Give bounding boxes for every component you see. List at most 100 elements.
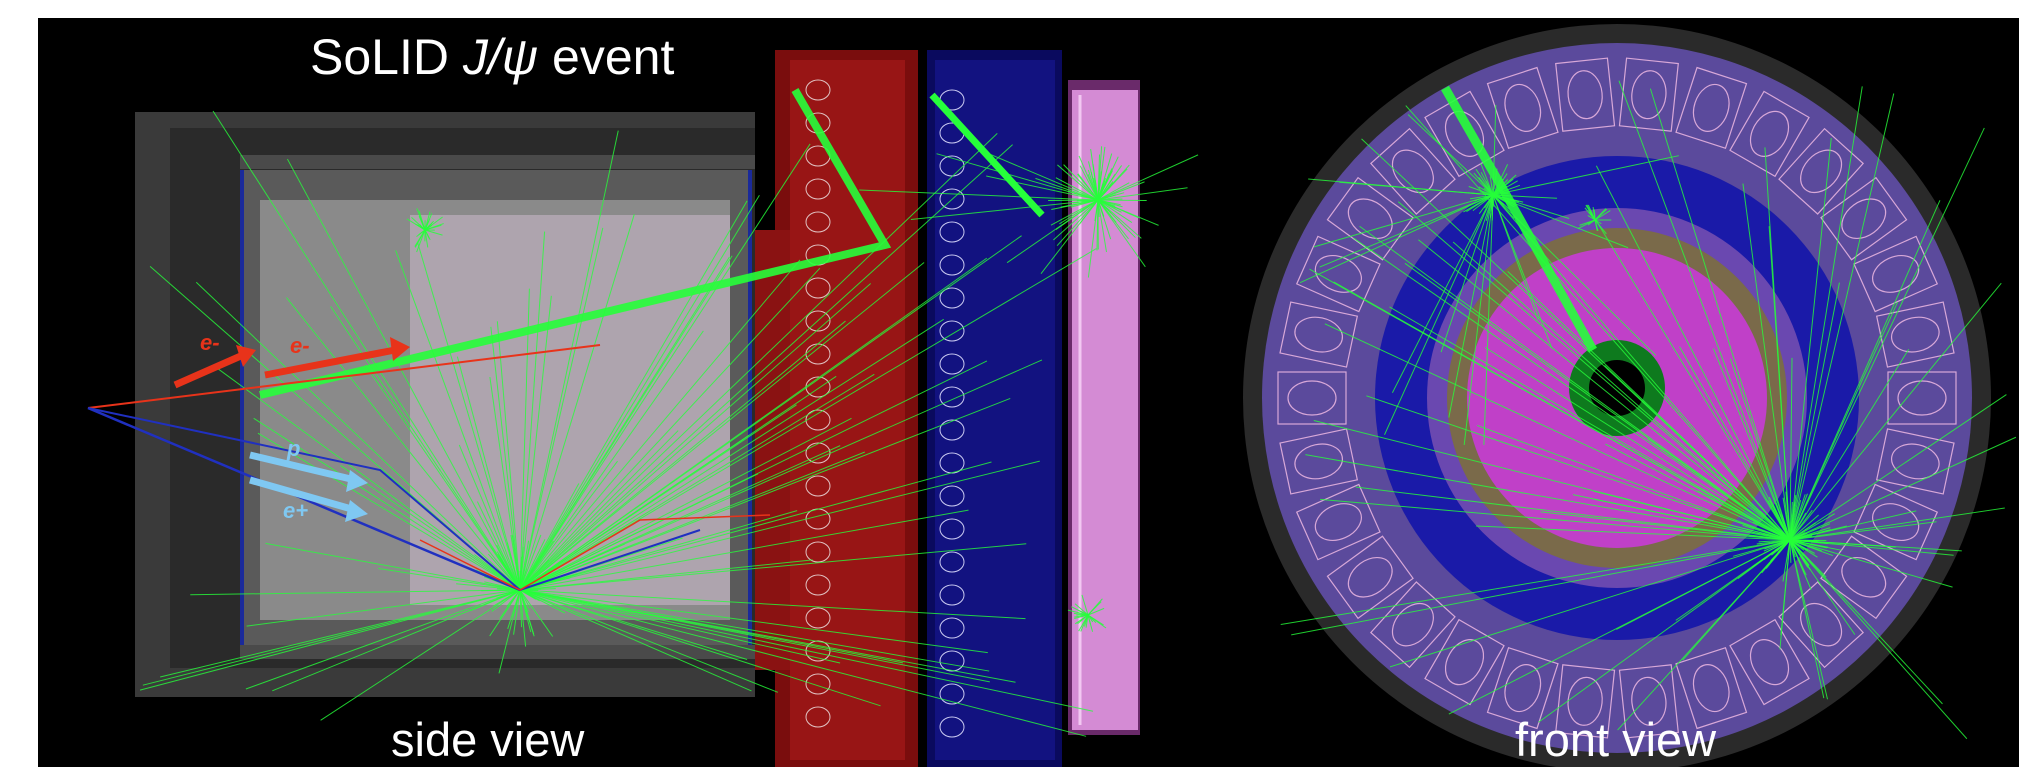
front-module-outline	[1555, 57, 1616, 132]
front-shower-hit	[1782, 539, 1791, 582]
side-track	[519, 267, 821, 591]
proton-label: p	[287, 436, 301, 461]
side-track	[519, 143, 811, 591]
front-track	[1391, 194, 1494, 394]
front-track	[1355, 486, 1791, 541]
front-module-pmt	[1890, 443, 1940, 480]
front-module-pmt	[1444, 110, 1485, 157]
side-shower-hit	[1092, 164, 1099, 201]
side-track	[395, 250, 521, 591]
front-track	[1448, 539, 1791, 715]
side-track	[519, 200, 748, 591]
side-shower-hit	[1081, 594, 1089, 616]
front-track	[1389, 306, 1791, 541]
front-module-outline	[1486, 66, 1559, 150]
front-modules-group	[1277, 57, 1957, 739]
front-shower-hit	[1594, 208, 1607, 221]
front-track	[1397, 201, 1791, 541]
front-track	[1779, 539, 1791, 650]
front-shower-hit	[1789, 539, 1811, 570]
front-shower-hit	[1789, 529, 1831, 541]
front-track	[1789, 539, 1828, 700]
front-track	[1595, 219, 1791, 541]
front-track	[1359, 225, 1791, 541]
front-track	[1313, 194, 1494, 248]
front-module-outline	[1853, 235, 1939, 313]
electron-label-2: e-	[290, 333, 310, 358]
side-track	[139, 589, 521, 691]
side-shower-hit	[488, 553, 521, 591]
side-track	[519, 227, 604, 591]
front-shower-hit	[1785, 491, 1791, 541]
side-shower-hit	[424, 224, 442, 231]
side-track	[519, 397, 1011, 591]
front-shower-hit	[1789, 512, 1807, 541]
front-shower-hit	[1489, 176, 1494, 196]
front-shower-hit	[1781, 513, 1791, 541]
side-track	[1053, 199, 1099, 241]
side-track	[519, 451, 866, 591]
front-module-pmt	[1631, 70, 1667, 120]
side-track	[1006, 199, 1099, 264]
highlight-tracks	[259, 85, 1597, 399]
front-module-outline	[1778, 581, 1865, 669]
side-shower-hit	[519, 546, 524, 591]
front-module-outline	[1279, 301, 1359, 368]
front-track	[1305, 454, 1791, 541]
blue-module	[939, 551, 965, 573]
front-module-pmt	[1749, 639, 1790, 686]
side-track	[986, 152, 1099, 201]
side-shower-hit	[481, 589, 521, 592]
side-shower-hit	[424, 224, 433, 231]
side-track	[519, 559, 813, 591]
front-track	[1595, 165, 1791, 541]
side-shower-hit	[1074, 614, 1089, 618]
front-module-pmt	[1567, 70, 1603, 120]
side-track	[519, 255, 733, 591]
red-module	[805, 541, 831, 563]
side-shower-hit	[418, 229, 426, 236]
side-track	[519, 509, 969, 591]
positron-arrow-head	[345, 500, 368, 522]
side-track	[378, 567, 521, 591]
proton-path	[87, 407, 701, 592]
front-module-outline	[1369, 127, 1456, 215]
side-track	[519, 375, 837, 591]
side-track	[519, 195, 760, 591]
front-view	[1243, 24, 1991, 767]
side-track	[265, 542, 521, 591]
front-module	[1369, 581, 1456, 669]
front-shower-hit	[1759, 510, 1791, 541]
side-track	[519, 589, 988, 654]
front-module-pmt	[1294, 316, 1344, 353]
side-track	[212, 110, 521, 591]
red-module	[805, 607, 831, 629]
side-track	[257, 432, 521, 591]
positron-arrow	[249, 476, 356, 514]
side-track	[519, 589, 752, 692]
front-shower-hit	[1789, 522, 1816, 541]
blue-module	[939, 419, 965, 441]
front-module-pmt	[1631, 676, 1667, 726]
front-module-pmt	[1287, 380, 1337, 416]
front-track	[1448, 194, 1494, 418]
front-module-pmt	[1800, 602, 1843, 647]
side-shower-hit	[519, 540, 554, 591]
side-shower-hit	[1090, 171, 1099, 201]
side-shower-hit	[1074, 603, 1089, 616]
front-track	[1361, 138, 1791, 541]
front-module	[1486, 66, 1559, 150]
front-module	[1887, 371, 1957, 425]
front-track	[1789, 93, 1895, 541]
side-shower-hit	[419, 216, 426, 231]
front-shower-hit	[1789, 539, 1829, 548]
front-track	[1324, 323, 1791, 541]
front-shower-hit	[1480, 162, 1494, 196]
electron-arrow-2-head	[390, 337, 410, 361]
front-module-pmt	[1314, 503, 1362, 541]
side-track	[519, 360, 988, 591]
front-track	[1789, 539, 1968, 740]
electron-arrow-1	[173, 351, 245, 389]
front-module-outline	[1875, 301, 1955, 368]
blue-detector-face	[935, 60, 1055, 760]
